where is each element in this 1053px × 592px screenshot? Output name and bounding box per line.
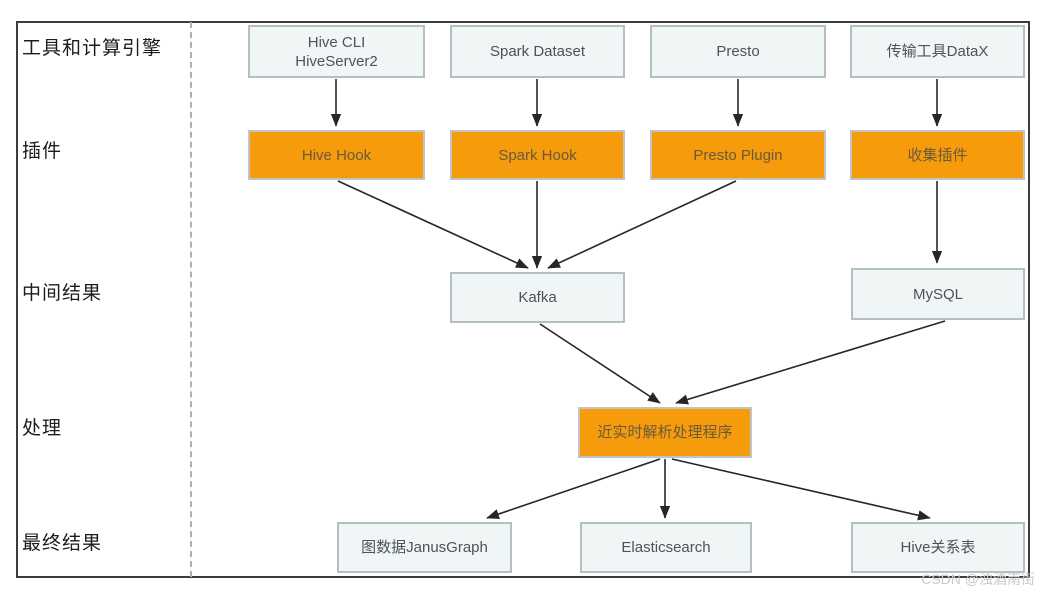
node-presto[interactable]: Presto bbox=[650, 25, 826, 78]
node-spark-hook[interactable]: Spark Hook bbox=[450, 130, 625, 180]
row-label-4: 最终结果 bbox=[22, 533, 103, 554]
diagram-frame bbox=[16, 21, 1030, 578]
node-label-collect-plugin: 收集插件 bbox=[907, 146, 968, 164]
node-presto-plugin[interactable]: Presto Plugin bbox=[650, 130, 826, 180]
node-label-processor: 近实时解析处理程序 bbox=[597, 424, 733, 441]
node-label-mysql: MySQL bbox=[912, 285, 963, 303]
node-label-presto-plugin: Presto Plugin bbox=[693, 146, 783, 164]
node-spark-dataset[interactable]: Spark Dataset bbox=[450, 25, 625, 78]
node-processor[interactable]: 近实时解析处理程序 bbox=[578, 407, 752, 458]
node-hive-hook[interactable]: Hive Hook bbox=[248, 130, 425, 180]
node-label-kafka: Kafka bbox=[518, 289, 557, 306]
node-label-hive-cli: Hive CLI HiveServer2 bbox=[295, 33, 378, 70]
node-label-spark-hook: Spark Hook bbox=[498, 146, 577, 164]
row-label-1: 插件 bbox=[22, 141, 63, 162]
node-label-hive-table: Hive关系表 bbox=[900, 539, 976, 556]
watermark: CSDN @浊酒南街 bbox=[921, 571, 1035, 587]
label-column-divider bbox=[190, 22, 192, 577]
node-hive-cli[interactable]: Hive CLI HiveServer2 bbox=[248, 25, 425, 78]
node-label-hive-hook: Hive Hook bbox=[301, 146, 372, 164]
row-label-3: 处理 bbox=[22, 418, 63, 439]
row-label-2: 中间结果 bbox=[22, 283, 103, 304]
node-collect-plugin[interactable]: 收集插件 bbox=[850, 130, 1025, 180]
node-label-datax: 传输工具DataX bbox=[886, 43, 989, 60]
node-label-spark-dataset: Spark Dataset bbox=[489, 43, 586, 60]
node-datax[interactable]: 传输工具DataX bbox=[850, 25, 1025, 78]
node-janusgraph[interactable]: 图数据JanusGraph bbox=[337, 522, 512, 573]
node-label-presto: Presto bbox=[716, 43, 760, 60]
node-kafka[interactable]: Kafka bbox=[450, 272, 625, 323]
row-label-0: 工具和计算引擎 bbox=[22, 38, 163, 59]
node-mysql[interactable]: MySQL bbox=[851, 268, 1025, 320]
node-label-elasticsearch: Elasticsearch bbox=[621, 539, 711, 556]
node-elasticsearch[interactable]: Elasticsearch bbox=[580, 522, 752, 573]
node-hive-table[interactable]: Hive关系表 bbox=[851, 522, 1025, 573]
node-label-janusgraph: 图数据JanusGraph bbox=[361, 539, 488, 556]
